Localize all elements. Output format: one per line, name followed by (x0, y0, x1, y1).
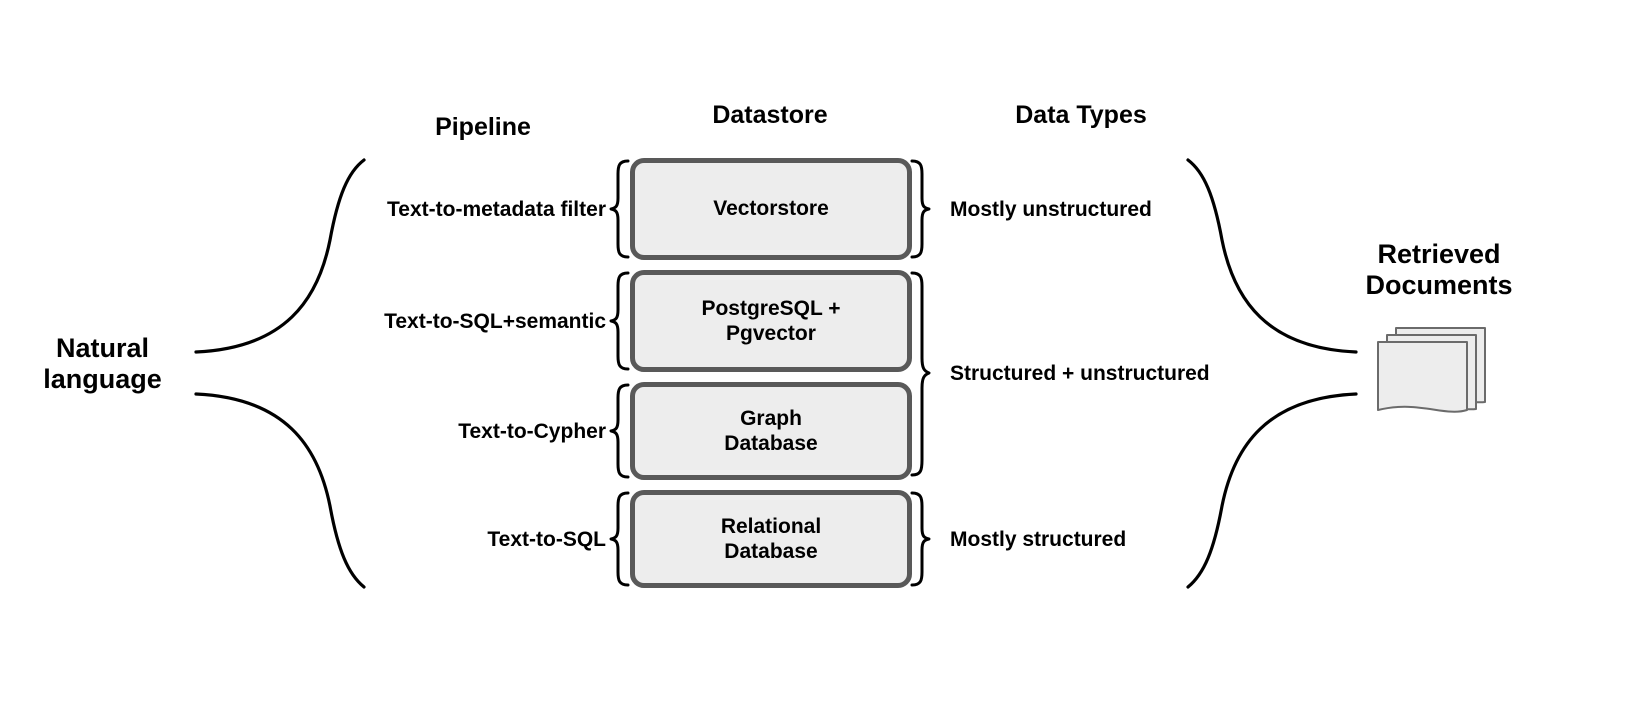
column-header-data-types: Data Types (1015, 101, 1147, 129)
datastore-box-postgresql-pgvector[interactable]: PostgreSQL + Pgvector (630, 270, 912, 372)
datastore-box-label: Vectorstore (713, 197, 829, 221)
datastore-box-label: Graph Database (724, 406, 818, 455)
data-type-label-vectorstore: Mostly unstructured (950, 198, 1152, 221)
natural-language-label: Natural language (43, 333, 162, 395)
pipeline-label-relational-database: Text-to-SQL (487, 528, 606, 551)
retrieved-documents-label: Retrieved Documents (1365, 239, 1513, 301)
pipeline-label-vectorstore: Text-to-metadata filter (387, 198, 606, 221)
data-type-label-relational-database: Mostly structured (950, 528, 1127, 551)
datastore-box-label: Relational Database (720, 514, 822, 563)
column-header-pipeline: Pipeline (435, 113, 531, 141)
column-header-datastore: Datastore (712, 101, 828, 129)
datastore-box-label: PostgreSQL + Pgvector (701, 296, 841, 345)
datastore-box-relational-database[interactable]: Relational Database (630, 490, 912, 588)
datastore-box-graph-database[interactable]: Graph Database (630, 382, 912, 480)
data-type-label-structured-unstructured: Structured + unstructured (950, 362, 1210, 385)
pipeline-label-postgresql-pgvector: Text-to-SQL+semantic (384, 310, 606, 333)
documents-stack-icon (1373, 322, 1498, 422)
pipeline-label-graph-database: Text-to-Cypher (458, 420, 606, 443)
datastore-box-vectorstore[interactable]: Vectorstore (630, 158, 912, 260)
